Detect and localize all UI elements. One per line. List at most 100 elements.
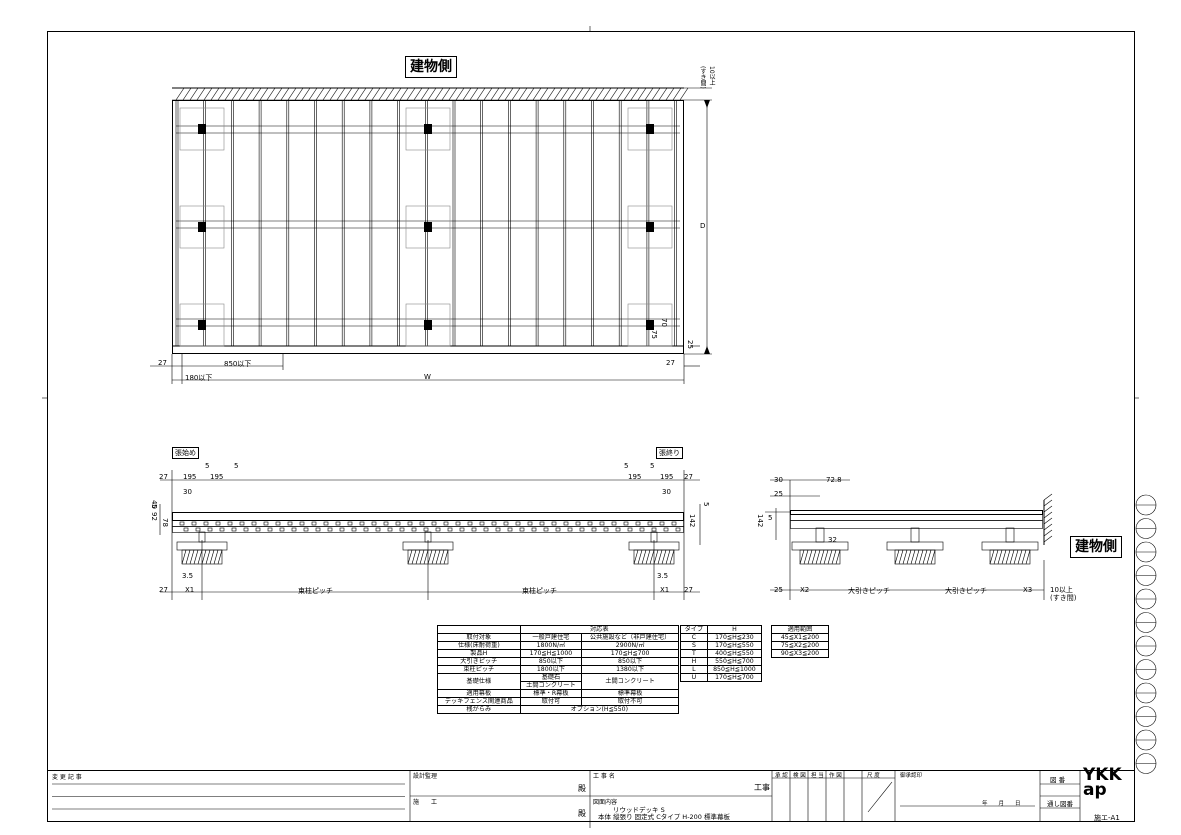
proposal-label: 御承認印 [900,773,923,779]
f-195d: 195 [660,473,674,481]
drawing-desc: 本体 縦張り 固定式 Cタイプ H-200 標準幕板 [598,813,731,821]
s-x2: X2 [800,586,810,594]
col-approve: 承 認 [775,773,788,779]
table-row: デッキフェンス関連商品取付可取付不可 [437,697,679,706]
dim-gap-top: 10以上 (すき間) [699,66,715,89]
spec-header: 対応表 [519,625,680,634]
s-25a: 25 [774,490,783,498]
f-pitch2: 束柱ピッチ [522,587,557,595]
s-142: 142 [756,514,764,528]
f-x1a: X1 [185,586,195,594]
spec-table: 対応表 取付対象一般戸建住宅公共施設など（非戸建住宅） 仕様(床耐荷重)1800… [437,625,680,714]
dim-d: D [700,222,706,230]
f-27b: 27 [684,473,693,481]
product-name: リウッドデッキ S [613,806,665,814]
f-5c: 5 [624,462,629,470]
revision-circles [1135,494,1157,774]
range-table: 適用範囲 45≦X1≦200 75≦X2≦200 90≦X3≦200 [771,625,829,658]
table-row: 適用幕板標準・R幕板標準幕板 [437,689,679,698]
drawing-no-label: 図 番 [1050,776,1066,784]
s-32: 32 [828,536,837,544]
s-728: 72.8 [826,476,842,484]
koji-label: 工事 [754,783,770,792]
f-78: 78 [161,518,169,527]
front-elevation [159,470,701,600]
f-195a: 195 [183,473,197,481]
f-5r: 5 [702,502,710,507]
f-5b: 5 [234,462,239,470]
f-30b: 30 [662,488,671,496]
f-x1b: X1 [660,586,670,594]
s-pitch2: 大引きピッチ [945,587,987,595]
f-30a: 30 [183,488,192,496]
f-5d: 5 [650,462,655,470]
dim-25: 25 [686,340,694,349]
f-40: 40 [150,500,158,509]
table-row: 基礎仕様基礎石土間コンクリート [437,673,679,690]
building-side-label-right: 建物側 [1070,536,1122,558]
drawing-content-label: 図面内容 [593,799,618,806]
f-195c: 195 [628,473,642,481]
s-25b: 25 [774,586,783,594]
building-side-label-top: 建物側 [405,56,457,78]
dim-70: 70 [660,318,668,327]
s-30: 30 [774,476,783,484]
f-142: 142 [688,514,696,528]
ykk-logo: YKK ap [1083,765,1122,800]
f-27a: 27 [159,473,168,481]
design-label: 設計監理 [413,773,438,780]
table-row: 75≦X2≦200 [771,641,829,650]
f-27d: 27 [684,586,693,594]
sama-1: 殿 [578,784,586,793]
col-draw: 作 図 [829,773,842,779]
table-row: 90≦X3≦200 [771,649,829,658]
sama-2: 殿 [578,809,586,818]
col-check: 検 図 [793,773,806,779]
dim-850: 850以下 [224,360,252,368]
construction-label: 施 工 [413,799,438,806]
dim-w: W [424,373,431,381]
s-pitch1: 大引きピッチ [848,587,890,595]
f-35b: 3.5 [657,572,669,580]
title-block [47,770,1135,822]
project-name-label: 工 事 名 [593,773,615,780]
drawing-code: 施エ-A1 [1094,814,1120,822]
f-27c: 27 [159,586,168,594]
dim-27-right: 27 [666,359,675,367]
date-label: 年 月 日 [982,801,1021,807]
s-5: 5 [768,514,773,522]
f-92: 92 [150,512,158,521]
plan-view [150,87,712,384]
table-row: 桟がらみオプション(H≦550) [437,705,680,714]
col-scale: 尺 度 [867,773,880,779]
s-x3: X3 [1023,586,1033,594]
f-5a: 5 [205,462,210,470]
side-elevation [765,479,1053,600]
f-35a: 3.5 [182,572,194,580]
f-pitch1: 束柱ピッチ [298,587,333,595]
dim-180: 180以下 [185,374,213,382]
change-log-label: 変 更 記 事 [52,774,82,781]
col-charge: 担 当 [811,773,824,779]
f-195b: 195 [210,473,224,481]
table-row: 取付対象一般戸建住宅公共施設など（非戸建住宅） [437,633,679,642]
dim-27-left: 27 [158,359,167,367]
table-row: 45≦X1≦200 [771,633,829,642]
f-5v: 5 [150,504,158,509]
pass-drawing-label: 通し図番 [1047,800,1073,808]
s-gap: 10以上 (すき間) [1050,586,1077,602]
dim-75: 75 [650,330,658,339]
start-label: 張始め [172,447,199,459]
